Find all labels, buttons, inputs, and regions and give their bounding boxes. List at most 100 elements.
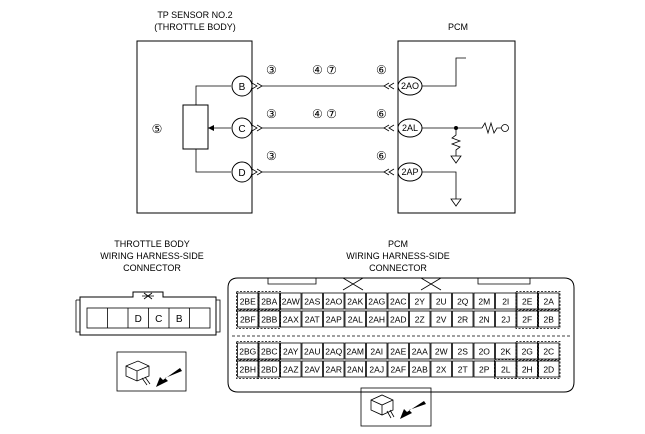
sensor-resistor <box>182 104 209 150</box>
pcm-cell <box>538 360 560 378</box>
pcm-cell <box>258 342 280 360</box>
pcm-cell-label: 2O <box>479 347 491 357</box>
pcm-cell <box>258 310 280 328</box>
pcm-cell <box>344 292 366 310</box>
pcm-cell <box>344 342 366 360</box>
pcm-cell-label: 2AQ <box>325 347 342 357</box>
pcm-cell-label: 2E <box>522 297 533 307</box>
throttle-conn-shell <box>79 291 217 336</box>
pcm-pin-2ao-label: 2AO <box>401 81 419 91</box>
pcm-cell <box>258 360 280 378</box>
wire-marker-right-1: ⑥ <box>376 63 387 77</box>
pcm-cell-frame <box>537 309 561 329</box>
pcm-cell-label: 2H <box>522 365 533 375</box>
pcm-cell <box>280 342 302 360</box>
wire-marker-left-3: ③ <box>266 149 277 163</box>
pcm-cell-label: 2AM <box>347 347 364 357</box>
arrow-icon <box>156 368 182 387</box>
pcm-cell-label: 2Q <box>457 297 469 307</box>
throttle-conn-left-tab <box>75 299 80 333</box>
pcm-vref-terminal <box>501 124 509 132</box>
pcm-cell <box>301 292 323 310</box>
pcm-cell <box>301 360 323 378</box>
pcm-cell <box>430 342 452 360</box>
sensor-chevron-b <box>251 82 263 90</box>
pcm-cell <box>473 342 495 360</box>
pcm-cell-label: 2AJ <box>369 365 384 375</box>
pcm-cell-label: 2N <box>479 315 490 325</box>
sensor-pin-d <box>231 161 253 183</box>
pcm-cell <box>323 292 345 310</box>
pcm-cell-label: 2L <box>501 365 511 375</box>
view-direction-hint-left <box>116 351 187 392</box>
pcm-conn-title-1: PCM <box>388 239 408 249</box>
pcm-cell-label: 2F <box>522 315 532 325</box>
pcm-cell <box>366 342 388 360</box>
sensor-pin-c <box>231 117 253 139</box>
pcm-conn-latch-marks <box>342 277 442 291</box>
sensor-chevron-d <box>251 168 263 176</box>
pcm-cell <box>452 292 474 310</box>
wiper-arrow <box>208 125 214 131</box>
throttle-conn-lock <box>142 292 154 300</box>
pcm-cell-label: 2B <box>544 315 555 325</box>
pcm-cell <box>430 360 452 378</box>
sensor-pin-b <box>231 75 253 97</box>
pcm-cell-label: 2AI <box>370 347 383 357</box>
wire-marker-left-1: ③ <box>266 63 277 77</box>
sensor-pin-b-label: B <box>239 82 246 93</box>
throttle-conn-title-3: CONNECTOR <box>123 263 181 273</box>
pcm-cell <box>323 342 345 360</box>
pcm-cell-label: 2AE <box>390 347 406 357</box>
pcm-cell-label: 2G <box>522 347 533 357</box>
pcm-cell-label: 2AA <box>412 347 428 357</box>
pcm-conn-title-3: CONNECTOR <box>369 263 427 273</box>
pcm-cell-label: 2AL <box>348 315 363 325</box>
pcm-cell-label: 2C <box>543 347 554 357</box>
arrow-icon-2 <box>400 401 426 419</box>
pcm-cell <box>430 292 452 310</box>
sensor-wire-bottom <box>195 149 231 173</box>
pcm-cell <box>473 292 495 310</box>
pcm-cell <box>366 310 388 328</box>
pcm-cell <box>387 292 409 310</box>
sensor-chevron-c <box>251 124 263 132</box>
sensor-pin-d-label: D <box>238 168 245 179</box>
pcm-cell <box>538 342 560 360</box>
wire-marker-mid-2: ④ ⑦ <box>312 107 337 121</box>
pcm-cell-label: 2T <box>458 365 468 375</box>
wire-marker-mid-1: ④ ⑦ <box>312 63 337 77</box>
pcm-conn-top-tabs <box>267 278 531 285</box>
sensor-title-line1: TP SENSOR NO.2 <box>157 10 232 20</box>
pcm-cell-label: 2AY <box>283 347 299 357</box>
pcm-cell-label: 2AU <box>304 347 321 357</box>
pcm-cell-frame <box>537 291 561 311</box>
pcm-cell <box>538 292 560 310</box>
pcm-cell <box>280 310 302 328</box>
pcm-cell-frame <box>537 341 561 361</box>
pcm-cell-label: 2AF <box>390 365 406 375</box>
pcm-cell-label: 2K <box>501 347 512 357</box>
wire-marker-left-2: ③ <box>266 107 277 121</box>
pcm-cell-label: 2BG <box>239 347 256 357</box>
wire-sketch-icon <box>141 376 151 386</box>
wire-marker-right-3: ⑥ <box>376 149 387 163</box>
pcm-cell-label: 2AP <box>326 315 342 325</box>
sensor-marker: ⑤ <box>152 122 163 136</box>
pcm-cell-label: 2Z <box>415 315 425 325</box>
pcm-cell <box>344 310 366 328</box>
pcm-cell-label: 2AG <box>368 297 385 307</box>
pcm-cell-label: 2X <box>436 365 447 375</box>
pcm-cell <box>538 310 560 328</box>
sensor-wire-top <box>195 85 231 105</box>
pcm-cell-label: 2AB <box>412 365 428 375</box>
pcm-cell-label: 2AD <box>390 315 407 325</box>
pcm-cell <box>409 292 431 310</box>
pcm-cell <box>280 292 302 310</box>
pcm-cell-label: 2BE <box>240 297 256 307</box>
pcm-cell-label: 2V <box>436 315 447 325</box>
pcm-cell-label: 2AH <box>368 315 385 325</box>
wire-marker-right-2: ⑥ <box>376 107 387 121</box>
